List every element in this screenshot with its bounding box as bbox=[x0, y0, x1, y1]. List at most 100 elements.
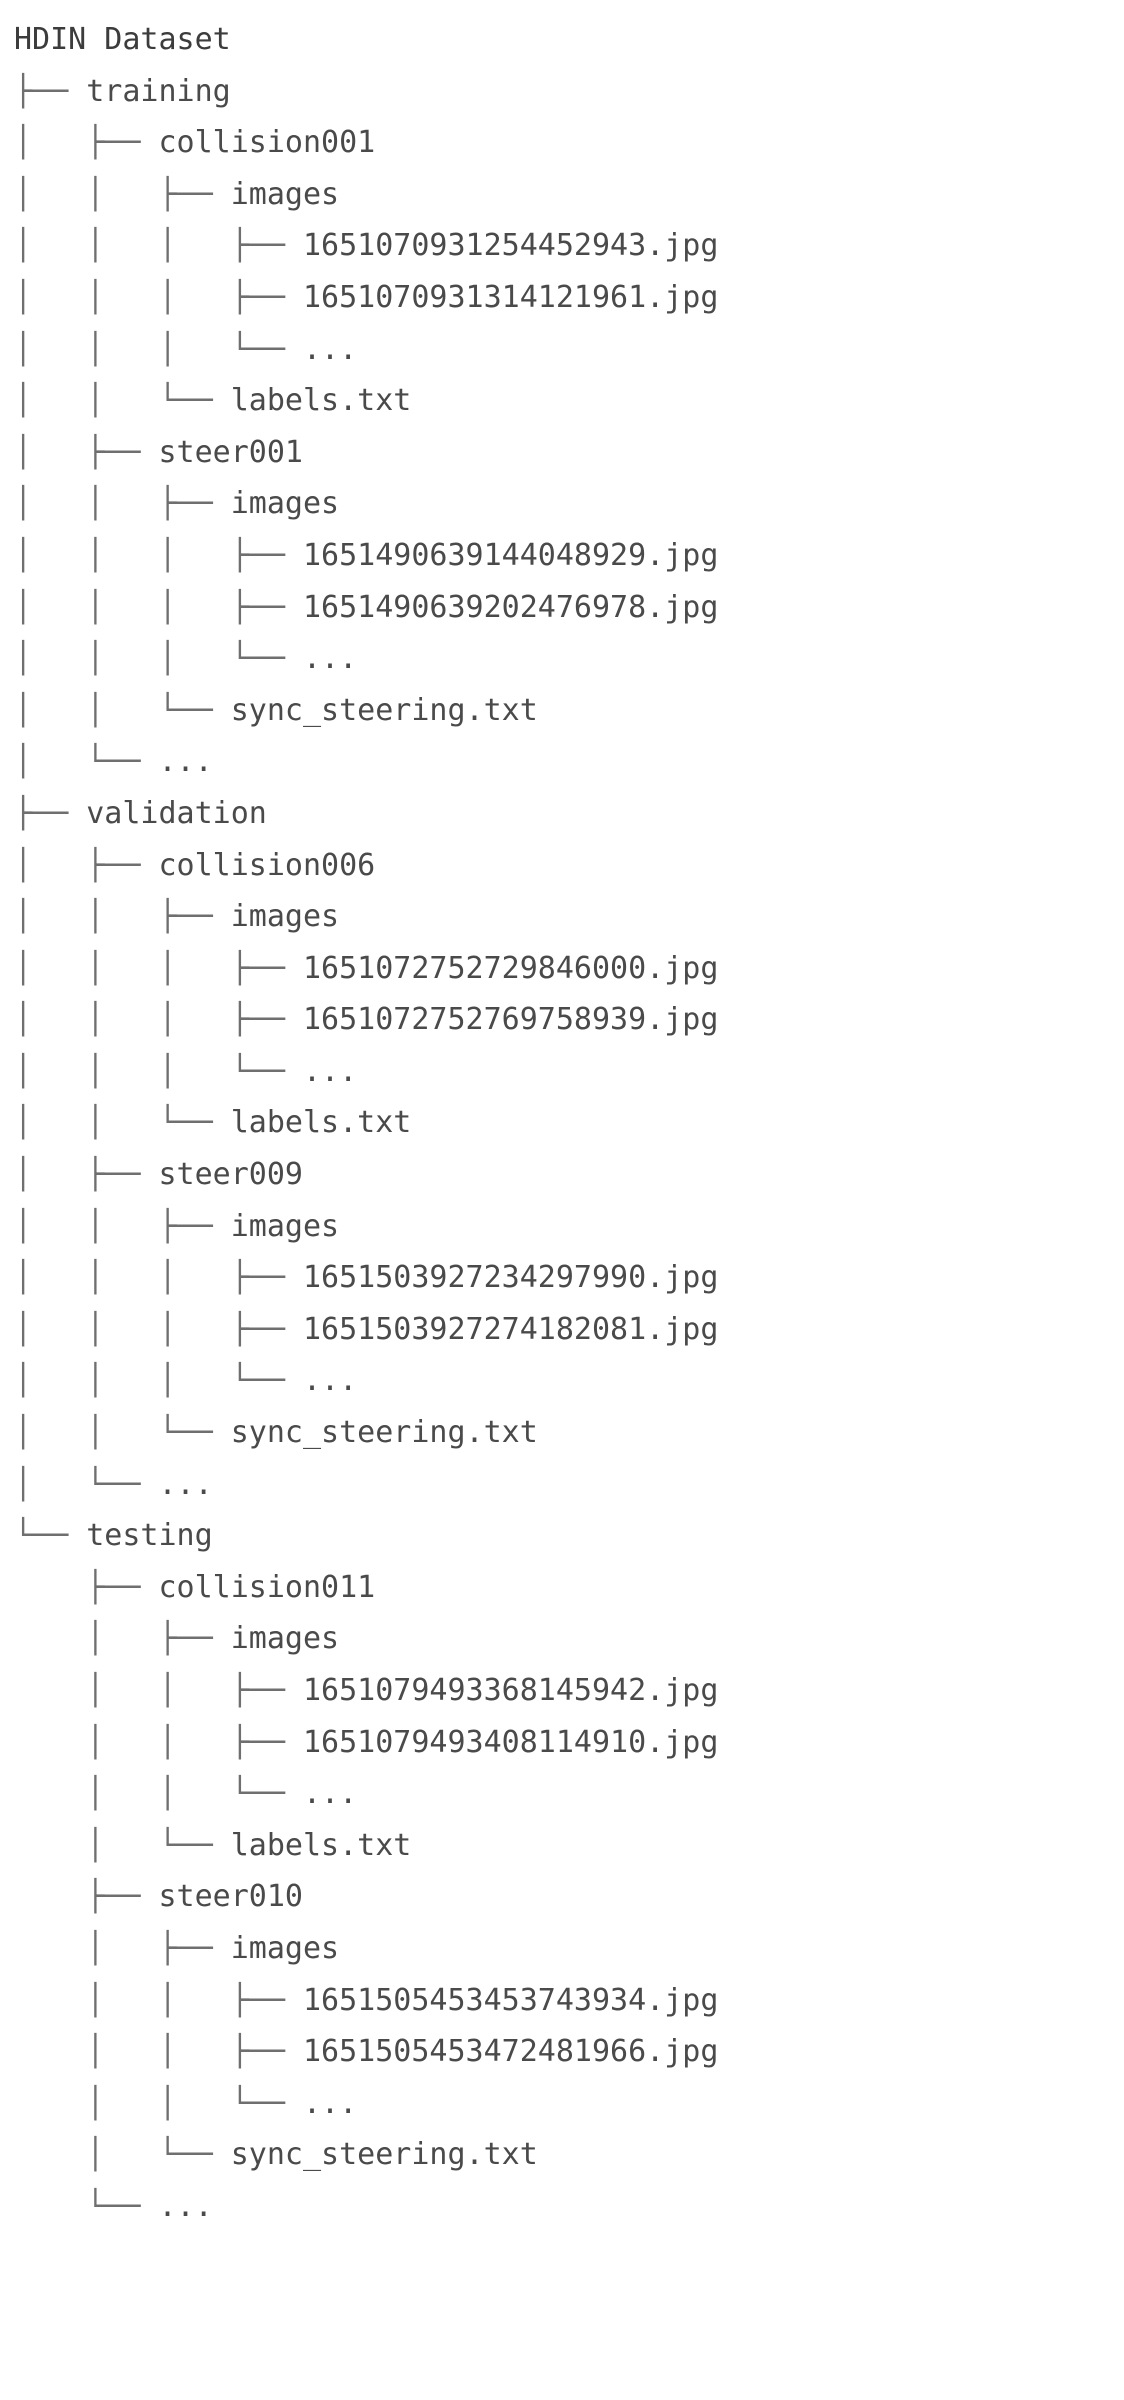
tree-guide-glyphs: │ └── bbox=[14, 1466, 159, 1502]
tree-line: ├── steer010 bbox=[14, 1871, 1124, 1923]
tree-guide-glyphs: │ │ ├── bbox=[14, 1982, 303, 2018]
tree-directory-label: training bbox=[86, 73, 231, 109]
tree-directory-label: steer009 bbox=[158, 1157, 304, 1193]
tree-directory-label: collision011 bbox=[158, 1569, 376, 1605]
tree-directory-label: images bbox=[230, 1208, 340, 1244]
tree-guide-glyphs: │ ├── bbox=[14, 847, 159, 883]
tree-guide-glyphs: │ │ │ ├── bbox=[14, 1002, 303, 1038]
tree-line: │ │ │ ├── 1651490639144048929.jpg bbox=[14, 530, 1124, 582]
tree-guide-glyphs: │ │ └── bbox=[14, 383, 231, 419]
tree-guide-glyphs: │ │ └── bbox=[14, 2085, 303, 2121]
tree-ellipsis: ... bbox=[302, 331, 358, 367]
tree-directory-label: steer001 bbox=[158, 434, 304, 470]
tree-guide-glyphs: │ ├── bbox=[14, 1157, 159, 1193]
tree-root-line: HDIN Dataset bbox=[14, 14, 1124, 66]
tree-file-label: 1651503927274182081.jpg bbox=[302, 1311, 719, 1347]
tree-guide-glyphs: │ └── bbox=[14, 2137, 231, 2173]
tree-line: │ │ ├── images bbox=[14, 169, 1124, 221]
tree-line: │ │ │ ├── 1651070931254452943.jpg bbox=[14, 220, 1124, 272]
tree-guide-glyphs: │ ├── bbox=[14, 434, 159, 470]
tree-ellipsis: ... bbox=[302, 1776, 358, 1812]
tree-guide-glyphs: │ │ ├── bbox=[14, 2034, 303, 2070]
tree-guide-glyphs: │ │ │ └── bbox=[14, 1053, 303, 1089]
tree-line: │ │ │ ├── 1651072752769758939.jpg bbox=[14, 994, 1124, 1046]
tree-line: │ └── sync_steering.txt bbox=[14, 2129, 1124, 2181]
tree-file-label: labels.txt bbox=[230, 1827, 412, 1863]
tree-file-label: 1651490639202476978.jpg bbox=[302, 589, 719, 625]
tree-line: │ │ └── sync_steering.txt bbox=[14, 685, 1124, 737]
tree-ellipsis: ... bbox=[158, 2188, 213, 2224]
tree-guide-glyphs: │ │ └── bbox=[14, 1105, 231, 1141]
tree-file-label: 1651490639144048929.jpg bbox=[302, 537, 719, 573]
tree-guide-glyphs: ├── bbox=[14, 1879, 159, 1915]
tree-line: │ └── ... bbox=[14, 1459, 1124, 1511]
tree-directory-label: images bbox=[230, 486, 340, 522]
tree-line: │ │ ├── 1651505453453743934.jpg bbox=[14, 1975, 1124, 2027]
tree-line: │ │ │ └── ... bbox=[14, 633, 1124, 685]
tree-guide-glyphs: │ │ ├── bbox=[14, 486, 231, 522]
tree-line: │ │ │ ├── 1651072752729846000.jpg bbox=[14, 943, 1124, 995]
tree-guide-glyphs: │ │ └── bbox=[14, 1415, 231, 1451]
tree-guide-glyphs: │ │ │ ├── bbox=[14, 589, 303, 625]
tree-directory-label: images bbox=[230, 1621, 340, 1657]
tree-guide-glyphs: ├── bbox=[14, 73, 87, 109]
tree-guide-glyphs: └── bbox=[14, 1518, 87, 1554]
tree-guide-glyphs: │ ├── bbox=[14, 125, 159, 161]
tree-guide-glyphs: │ │ ├── bbox=[14, 1208, 231, 1244]
tree-line: │ ├── steer001 bbox=[14, 427, 1124, 479]
tree-guide-glyphs: │ └── bbox=[14, 744, 159, 780]
tree-line: │ │ │ ├── 1651503927234297990.jpg bbox=[14, 1252, 1124, 1304]
tree-line: │ │ └── ... bbox=[14, 2078, 1124, 2130]
tree-guide-glyphs: │ │ │ ├── bbox=[14, 1311, 303, 1347]
tree-guide-glyphs: │ ├── bbox=[14, 1621, 231, 1657]
tree-file-label: labels.txt bbox=[230, 383, 412, 419]
tree-line: │ │ │ └── ... bbox=[14, 1046, 1124, 1098]
tree-line: ├── training bbox=[14, 66, 1124, 118]
tree-directory-label: validation bbox=[86, 795, 267, 831]
tree-line: │ │ ├── images bbox=[14, 478, 1124, 530]
tree-line: │ └── ... bbox=[14, 736, 1124, 788]
tree-line: │ │ ├── 1651505453472481966.jpg bbox=[14, 2026, 1124, 2078]
tree-line: │ ├── collision006 bbox=[14, 840, 1124, 892]
tree-guide-glyphs: │ │ │ ├── bbox=[14, 1260, 303, 1296]
tree-directory-label: images bbox=[230, 899, 340, 935]
tree-line: │ │ ├── 1651079493368145942.jpg bbox=[14, 1665, 1124, 1717]
tree-guide-glyphs: │ ├── bbox=[14, 1930, 231, 1966]
tree-ellipsis: ... bbox=[302, 1363, 358, 1399]
tree-guide-glyphs: │ │ │ ├── bbox=[14, 279, 303, 315]
tree-directory-label: collision006 bbox=[158, 847, 376, 883]
tree-line: │ │ └── ... bbox=[14, 1768, 1124, 1820]
tree-line: └── ... bbox=[14, 2181, 1124, 2233]
tree-line: │ ├── images bbox=[14, 1613, 1124, 1665]
tree-guide-glyphs: │ │ │ └── bbox=[14, 331, 303, 367]
tree-file-label: sync_steering.txt bbox=[230, 692, 538, 728]
tree-line: │ │ └── labels.txt bbox=[14, 1097, 1124, 1149]
tree-line: │ │ └── sync_steering.txt bbox=[14, 1407, 1124, 1459]
tree-file-label: 1651505453453743934.jpg bbox=[302, 1982, 719, 2018]
tree-directory-label: images bbox=[230, 176, 340, 212]
tree-line: └── testing bbox=[14, 1510, 1124, 1562]
tree-root-label: HDIN Dataset bbox=[14, 22, 231, 57]
tree-file-label: 1651070931314121961.jpg bbox=[302, 279, 719, 315]
tree-file-label: 1651079493408114910.jpg bbox=[302, 1724, 719, 1760]
tree-line: │ ├── collision001 bbox=[14, 117, 1124, 169]
tree-guide-glyphs: │ │ ├── bbox=[14, 899, 231, 935]
tree-directory-label: steer010 bbox=[158, 1879, 304, 1915]
directory-tree: HDIN Dataset├── training│ ├── collision0… bbox=[14, 14, 1124, 2233]
tree-line: │ │ ├── images bbox=[14, 891, 1124, 943]
tree-line: │ │ └── labels.txt bbox=[14, 375, 1124, 427]
tree-line: │ ├── images bbox=[14, 1923, 1124, 1975]
tree-guide-glyphs: └── bbox=[14, 2188, 159, 2224]
tree-file-label: sync_steering.txt bbox=[230, 2137, 538, 2173]
tree-line: │ │ ├── images bbox=[14, 1201, 1124, 1253]
tree-line: │ │ ├── 1651079493408114910.jpg bbox=[14, 1717, 1124, 1769]
tree-ellipsis: ... bbox=[158, 1466, 213, 1502]
tree-line: │ │ │ └── ... bbox=[14, 324, 1124, 376]
tree-line: │ │ │ ├── 1651070931314121961.jpg bbox=[14, 272, 1124, 324]
tree-directory-label: testing bbox=[86, 1518, 213, 1554]
tree-file-label: 1651070931254452943.jpg bbox=[302, 228, 719, 264]
tree-guide-glyphs: │ │ ├── bbox=[14, 176, 231, 212]
tree-guide-glyphs: │ │ └── bbox=[14, 692, 231, 728]
tree-guide-glyphs: │ │ └── bbox=[14, 1776, 303, 1812]
tree-file-label: 1651079493368145942.jpg bbox=[302, 1673, 719, 1708]
